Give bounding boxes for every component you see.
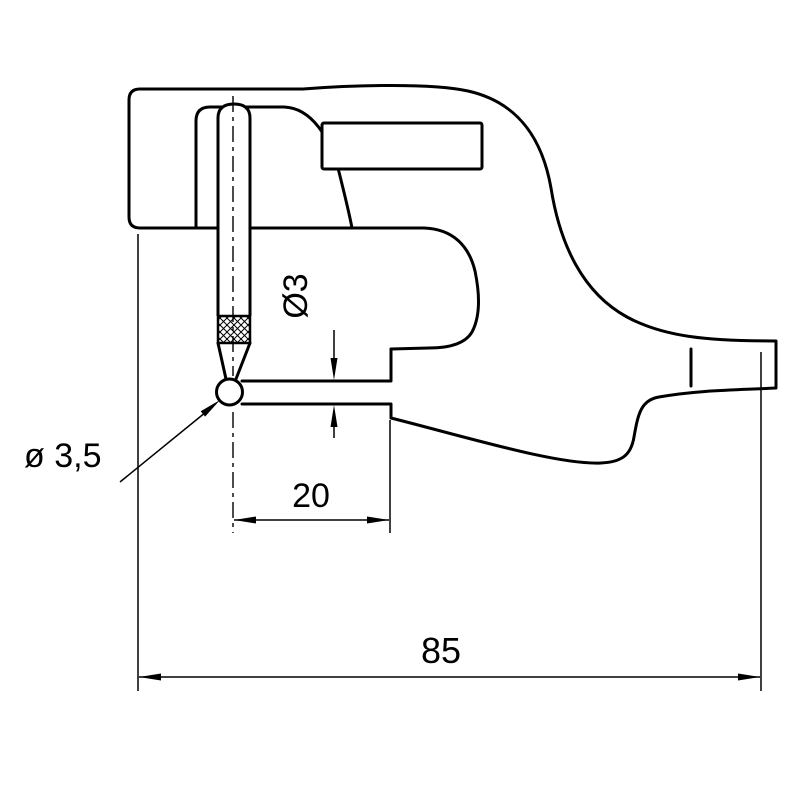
overall-depth-label: 85 <box>421 630 461 671</box>
frame-outline <box>301 84 778 465</box>
anvil-rod <box>240 379 393 406</box>
spindle-boss <box>194 105 354 230</box>
dimension-throat-depth: 20 <box>234 420 391 533</box>
adjustment-slot <box>320 121 484 171</box>
dimension-overall-depth: 85 <box>137 234 762 691</box>
ball-tip <box>215 377 244 407</box>
frame-inner-contour <box>250 226 480 351</box>
ball-diameter-label: ø 3,5 <box>24 437 101 475</box>
knurled-band <box>216 314 252 345</box>
rod-diameter-label: Ø3 <box>277 273 315 318</box>
leader-arrowhead <box>200 400 220 417</box>
spindle <box>216 102 252 316</box>
leader-line <box>119 411 207 483</box>
spindle-taper <box>216 341 252 381</box>
dimension-rod-diameter: Ø3 <box>277 273 338 438</box>
dimension-ball-diameter: ø 3,5 <box>24 400 220 483</box>
housing-block <box>127 87 305 230</box>
throat-depth-label: 20 <box>292 477 330 515</box>
